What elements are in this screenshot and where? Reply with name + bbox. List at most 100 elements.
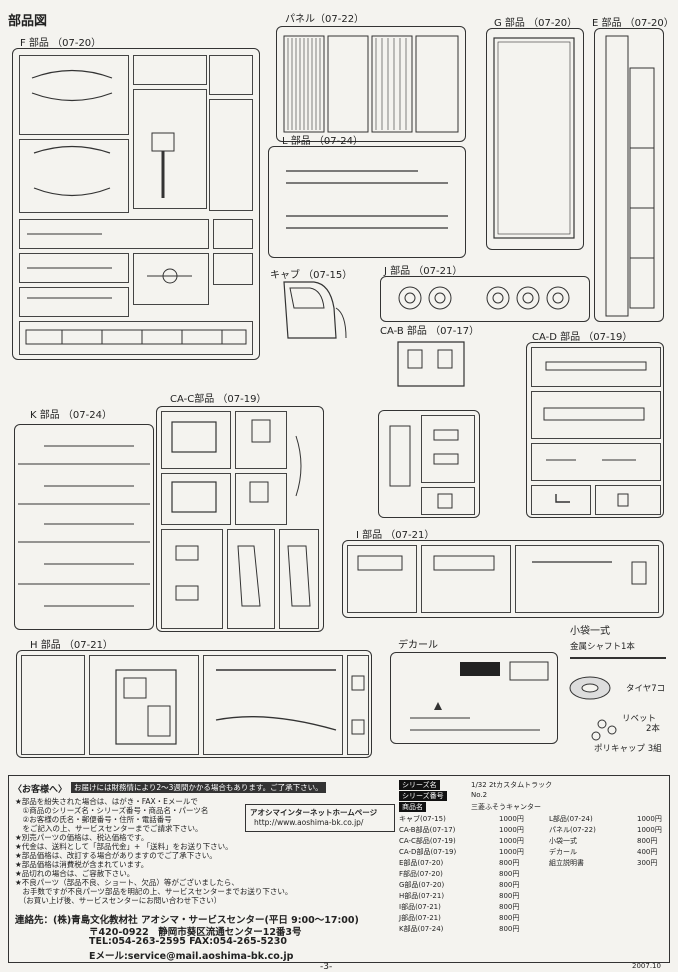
- parts-frame-k: [14, 424, 154, 630]
- part-cell: [235, 411, 287, 469]
- i-parts-drawing: [357, 555, 647, 585]
- rivet-count: 2本: [646, 724, 660, 734]
- price-value: 1000円: [499, 815, 524, 823]
- price-item: G部品(07-20): [399, 881, 445, 889]
- h-parts-drawing: [115, 669, 365, 745]
- note-line: ★不良パーツ（部品不良、ショート、欠品）等がございましたら、: [15, 878, 239, 887]
- price-value: 800円: [499, 892, 520, 900]
- part-cell: [19, 55, 129, 135]
- polycap-icon: [597, 719, 607, 729]
- section-label-decal: デカール: [398, 640, 438, 651]
- part-cell: [203, 655, 343, 755]
- part-cell: [347, 545, 417, 613]
- homepage-title: アオシマインターネットホームページ: [250, 808, 378, 817]
- section-label-e: E 部品 （07-20）: [592, 18, 674, 29]
- decal-sheet: [390, 652, 558, 744]
- part-cell: [21, 655, 85, 755]
- note-line: ①商品のシリーズ名・シリーズ番号・商品名・パーツ名: [15, 806, 209, 815]
- part-cell: [19, 321, 253, 355]
- part-cell: [213, 253, 253, 285]
- cab-drawing: [283, 281, 347, 339]
- price-item: I部品(07-21): [399, 903, 441, 911]
- email-line[interactable]: Eメール:service@mail.aoshima-bk.co.jp: [89, 951, 294, 962]
- parts-frame-i: [342, 540, 664, 618]
- part-cell: [213, 219, 253, 249]
- panel-drawing: [283, 35, 459, 133]
- part-cell: [161, 411, 231, 469]
- j-parts-drawing: [398, 286, 570, 310]
- part-cell: [515, 545, 659, 613]
- bag-drawing: [569, 657, 666, 741]
- delivery-banner: お届けには財務情により2～3週間かかる場合もあります。ご了承下さい。: [71, 782, 326, 793]
- parts-frame-ca-b: [378, 410, 480, 518]
- price-value: 800円: [637, 837, 658, 845]
- price-value: 1000円: [499, 826, 524, 834]
- price-item: E部品(07-20): [399, 859, 444, 867]
- part-cell: [531, 443, 661, 481]
- homepage-url[interactable]: http://www.aoshima-bk.co.jp/: [254, 818, 364, 827]
- page-title: 部品図: [8, 14, 48, 29]
- part-cell: [209, 55, 253, 95]
- customer-title: 〈お客様へ〉: [13, 785, 68, 795]
- parts-frame-f: [12, 48, 260, 360]
- tel-line: TEL:054-263-2595 FAX:054-265-5230: [89, 936, 287, 947]
- note-line: ★部品価格は消費税が含まれています。: [15, 860, 149, 869]
- price-value: 800円: [499, 914, 520, 922]
- parts-frame-l: [268, 146, 466, 258]
- info-panel: 〈お客様へ〉 お届けには財務情により2～3週間かかる場合もあります。ご了承下さい…: [8, 775, 670, 963]
- parts-frame-g: [486, 28, 584, 250]
- price-item: CA-D部品(07-19): [399, 848, 457, 856]
- price-item: CA-C部品(07-19): [399, 837, 456, 845]
- note-line: をご記入の上、サービスセンターまでご請求下さい。: [15, 824, 203, 833]
- price-value: 300円: [637, 859, 658, 867]
- series-no-label: シリーズ番号: [399, 791, 447, 801]
- product-label: 商品名: [399, 802, 426, 812]
- parts-frame-e: [594, 28, 664, 322]
- part-cell: [161, 473, 231, 525]
- part-cell: [227, 529, 275, 629]
- polycap-label: ポリキャップ 3組: [594, 744, 662, 754]
- part-cell: [421, 415, 475, 483]
- rivet-label: リベット: [622, 714, 657, 724]
- section-label-l: L 部品 （07-24）: [282, 136, 363, 147]
- price-value: 800円: [499, 859, 520, 867]
- ca-c-parts-drawing: [171, 419, 311, 607]
- price-item: 小袋一式: [549, 837, 577, 845]
- price-value: 1000円: [499, 837, 524, 845]
- part-cell: [133, 55, 207, 85]
- note-line: （お買い上げ後、サービスセンターにお問い合わせ下さい）: [15, 896, 222, 905]
- ca-d-parts-drawing: [543, 361, 647, 507]
- part-cell: [421, 545, 511, 613]
- note-line: ★代金は、送料として「部品代金」+ 「送料」をお送り下さい。: [15, 842, 233, 851]
- section-label-j: J 部品 （07-21）: [384, 266, 463, 277]
- section-label-cab-parts: CA-B 部品 （07-17）: [380, 326, 480, 337]
- note-line: ★部品価格は、改訂する場合がありますのでご了承下さい。: [15, 851, 217, 860]
- part-cell: [133, 253, 209, 305]
- price-value: 1000円: [499, 848, 524, 856]
- section-label-g: G 部品 （07-20）: [494, 18, 578, 29]
- part-cell: [161, 529, 223, 629]
- decal-drawing: [410, 661, 549, 731]
- section-label-cab: キャブ （07-15）: [270, 270, 353, 281]
- address-line: 〒420-0922 静岡市葵区流通センター12番3号: [89, 927, 302, 938]
- part-cell: [347, 655, 369, 755]
- series-name: 1/32 2tカスタムトラック: [471, 781, 553, 789]
- section-label-f: F 部品 （07-20）: [20, 38, 102, 49]
- f-parts-drawing: [25, 69, 247, 345]
- price-value: 400円: [637, 848, 658, 856]
- note-line: ★別売パーツの価格は、税込価格です。: [15, 833, 149, 842]
- shaft-label: 金属シャフト1本: [570, 642, 635, 652]
- part-cell: [19, 219, 209, 249]
- price-item: K部品(07-24): [399, 925, 444, 933]
- note-line: お手数ですが不良パーツ部品を明記の上、サービスセンターまでお送り下さい。: [15, 887, 293, 896]
- part-cell: [531, 485, 591, 515]
- section-label-ca-c: CA-C部品 （07-19）: [170, 394, 267, 405]
- part-cell: [421, 487, 475, 515]
- g-parts-drawing: [493, 37, 575, 239]
- parts-frame-ca-d: [526, 342, 664, 518]
- section-label-ca-d: CA-D 部品 （07-19）: [532, 332, 633, 343]
- price-value: 800円: [499, 881, 520, 889]
- price-value: 1000円: [637, 815, 662, 823]
- price-item: H部品(07-21): [399, 892, 445, 900]
- price-item: デカール: [549, 848, 577, 856]
